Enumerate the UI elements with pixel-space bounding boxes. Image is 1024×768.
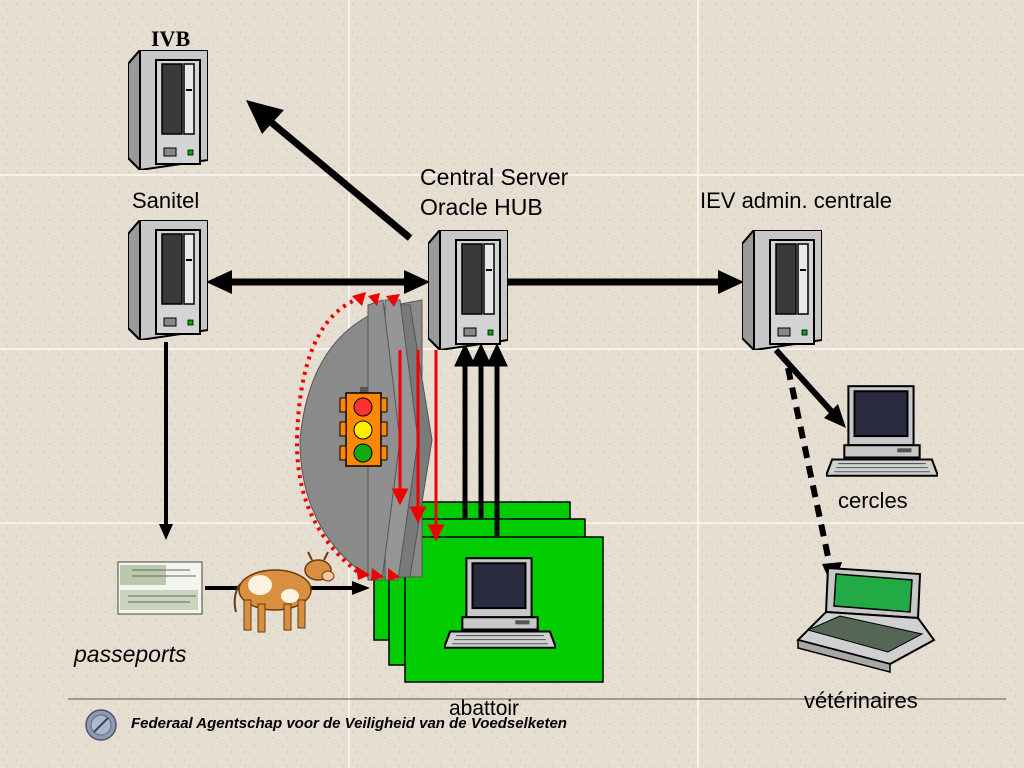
shield-dotted-arc: [294, 296, 368, 580]
abattoir-label: abattoir: [449, 697, 520, 720]
passport-icon: [117, 561, 203, 615]
veterinaires-label: vétérinaires: [804, 688, 918, 713]
passeports-label: passeports: [74, 641, 187, 667]
agency-logo-icon: [85, 709, 117, 741]
central-server-line1: Central Server: [420, 164, 569, 190]
ivb-label: IVB: [151, 26, 191, 51]
central-server-label: Central Server Oracle HUB: [420, 162, 568, 222]
cow-icon: [233, 551, 335, 633]
server-icon: [742, 230, 822, 350]
footer-agency-name: Federaal Agentschap voor de Veiligheid v…: [131, 715, 567, 732]
laptop-icon: [796, 566, 936, 673]
server-icon: [128, 220, 208, 340]
central-server-line2: Oracle HUB: [420, 194, 543, 220]
server-icon: [428, 230, 508, 350]
server-icon: [128, 50, 208, 170]
cercles-label: cercles: [838, 488, 908, 513]
traffic-light-icon: [339, 387, 388, 467]
sanitel-label: Sanitel: [132, 188, 200, 213]
iev-label: IEV admin. centrale: [700, 188, 892, 213]
